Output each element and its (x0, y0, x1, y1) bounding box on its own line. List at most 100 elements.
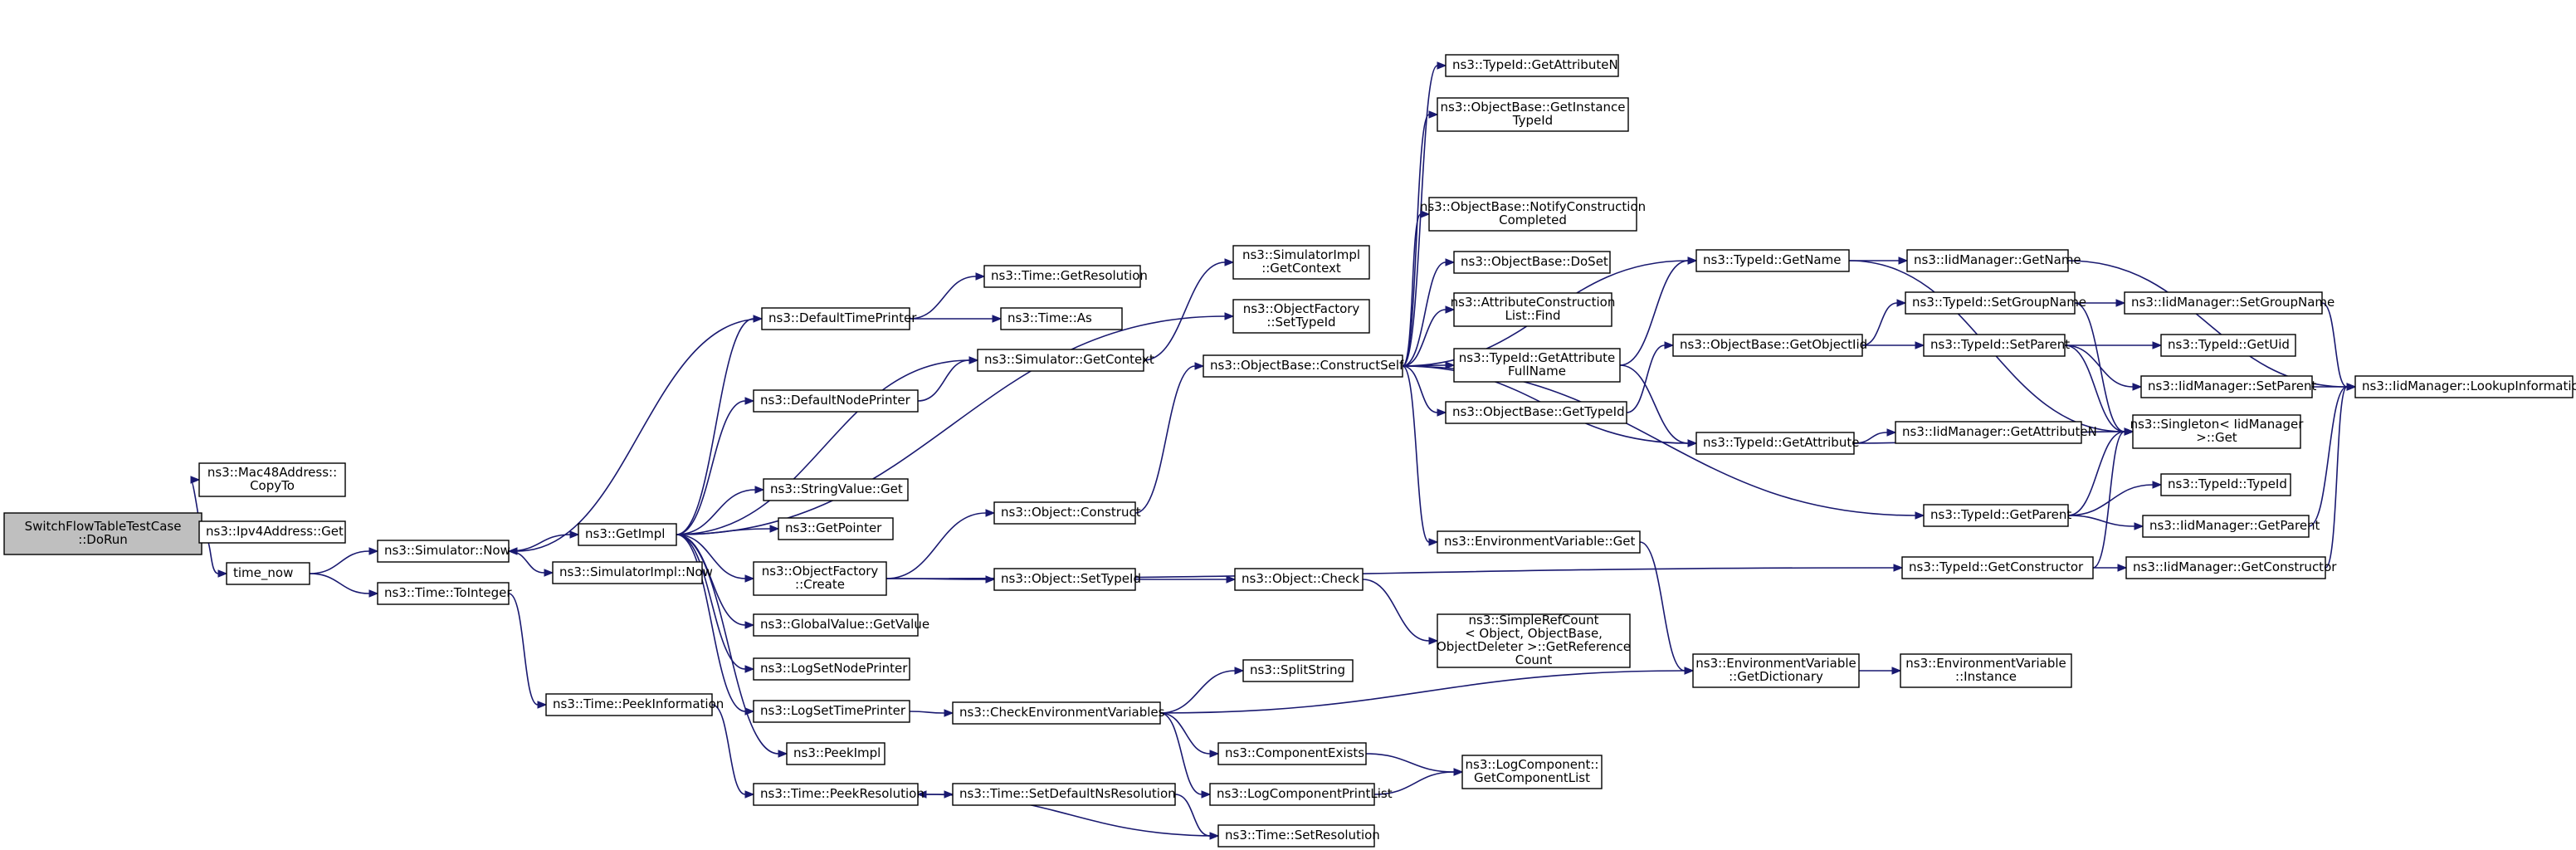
node-label: ns3::ObjectBase::GetInstance (1441, 100, 1626, 115)
node-typeidgetname[interactable]: ns3::TypeId::GetName (1695, 249, 1850, 272)
node-box (1232, 299, 1370, 334)
node-objcheck[interactable]: ns3::Object::Check (1234, 568, 1364, 591)
node-label: ns3::ObjectFactory (1243, 301, 1360, 316)
node-typeidgetattr[interactable]: ns3::TypeId::GetAttribute (1695, 432, 1859, 455)
node-objbasegetobjectiid[interactable]: ns3::ObjectBase::GetObjectIid (1672, 334, 1867, 357)
node-dorun[interactable]: SwitchFlowTableTestCase::DoRun (3, 512, 202, 555)
node-peekimpl[interactable]: ns3::PeekImpl (786, 742, 886, 765)
node-iidgetattrn[interactable]: ns3::IidManager::GetAttributeN (1895, 421, 2097, 444)
node-box (1901, 556, 2094, 579)
node-logcompprintlist[interactable]: ns3::LogComponentPrintList (1209, 783, 1393, 806)
edge-peekinfo-to-peekres (711, 704, 755, 799)
node-globalvalget[interactable]: ns3::GlobalValue::GetValue (753, 613, 929, 637)
node-peekinfo[interactable]: ns3::Time::PeekInformation (545, 693, 724, 716)
node-label: ns3::ObjectFactory (762, 564, 879, 579)
node-objbasedoset[interactable]: ns3::ObjectBase::DoSet (1453, 251, 1611, 274)
node-label: ns3::ObjectBase::GetTypeId (1452, 404, 1625, 419)
node-objconstruct[interactable]: ns3::Object::Construct (993, 501, 1141, 525)
node-checkenvvars[interactable]: ns3::CheckEnvironmentVariables (952, 701, 1165, 725)
node-box (2132, 414, 2301, 449)
node-objfactsettypeid[interactable]: ns3::ObjectFactory::SetTypeId (1232, 299, 1370, 334)
node-simimplnow[interactable]: ns3::SimulatorImpl::Now (552, 561, 713, 584)
node-box (198, 520, 346, 544)
node-iidsetparent[interactable]: ns3::IidManager::SetParent (2140, 375, 2316, 398)
node-typeidgetconstructor[interactable]: ns3::TypeId::GetConstructor (1901, 556, 2094, 579)
node-timenow[interactable]: time_now (226, 562, 310, 585)
node-deftimeprinter[interactable]: ns3::DefaultTimePrinter (761, 307, 917, 330)
node-envvarinstance[interactable]: ns3::EnvironmentVariable::Instance (1900, 653, 2072, 688)
edge-arrowhead (368, 547, 379, 555)
edge-timenow-to-timetointeger (309, 573, 379, 598)
edge-arrowhead (2115, 299, 2126, 307)
node-typeidgetparent[interactable]: ns3::TypeId::GetParent (1923, 504, 2071, 527)
node-box (1695, 432, 1855, 455)
node-timegetres[interactable]: ns3::Time::GetResolution (983, 265, 1148, 288)
node-simnow[interactable]: ns3::Simulator::Now (377, 540, 510, 563)
edge-arrowhead (985, 509, 996, 517)
node-iidlookupinfo[interactable]: ns3::IidManager::LookupInformation (2354, 375, 2576, 398)
node-peekres[interactable]: ns3::Time::PeekResolution (753, 783, 925, 806)
node-typeidtypeid[interactable]: ns3::TypeId::TypeId (2160, 473, 2291, 496)
node-getpointer[interactable]: ns3::GetPointer (778, 517, 894, 540)
edge-arrowhead (2346, 383, 2357, 391)
node-getimpl[interactable]: ns3::GetImpl (578, 523, 677, 546)
node-simgetcontext[interactable]: ns3::Simulator::GetContext (977, 349, 1154, 372)
edge-envvarget-to-envvargetdict (1639, 541, 1695, 675)
edge-arrowhead (1201, 790, 1212, 799)
node-label: ns3::SplitString (1250, 662, 1345, 677)
node-typeidsetgroupname[interactable]: ns3::TypeId::SetGroupName (1905, 291, 2086, 315)
node-iidsetgroupname[interactable]: ns3::IidManager::SetGroupName (2124, 291, 2334, 315)
node-ipv4get[interactable]: ns3::Ipv4Address::Get (198, 520, 346, 544)
node-maccopyto[interactable]: ns3::Mac48Address::CopyTo (198, 462, 346, 497)
edge-logcompprintlist-to-logcompgetlist (1373, 768, 1464, 795)
node-defnodeprinter[interactable]: ns3::DefaultNodePrinter (753, 389, 919, 413)
node-logsetnodeprinter[interactable]: ns3::LogSetNodePrinter (753, 657, 910, 681)
edge-getimpl-to-objfactcreate (676, 534, 755, 583)
node-simimplgetcontext[interactable]: ns3::SimulatorImpl::GetContext (1232, 245, 1370, 280)
node-simplerefcount[interactable]: ns3::SimpleRefCount< Object, ObjectBase,… (1437, 613, 1631, 668)
node-box (753, 657, 910, 681)
node-timetointeger[interactable]: ns3::Time::ToInteger (377, 582, 512, 605)
node-typeidsetparent[interactable]: ns3::TypeId::SetParent (1923, 334, 2070, 357)
node-objsettypeid[interactable]: ns3::Object::SetTypeId (993, 568, 1141, 591)
edge-arrowhead (1896, 299, 1907, 307)
node-singletonget[interactable]: ns3::Singleton< IidManager>::Get (2130, 414, 2305, 449)
edge-simgetcontext-to-simimplgetcontext (1143, 258, 1235, 361)
node-splitstring[interactable]: ns3::SplitString (1242, 659, 1354, 682)
node-objfactcreate[interactable]: ns3::ObjectFactory::Create (753, 561, 887, 596)
node-setdefnsres[interactable]: ns3::Time::SetDefaultNsResolution (952, 783, 1176, 806)
node-typeidgetuid[interactable]: ns3::TypeId::GetUid (2160, 334, 2296, 357)
node-objbasegettypeid[interactable]: ns3::ObjectBase::GetTypeId (1445, 401, 1627, 424)
node-box (2125, 556, 2326, 579)
node-envvarget[interactable]: ns3::EnvironmentVariable::Get (1437, 530, 1641, 554)
edge-arrowhead (1684, 667, 1695, 675)
node-objbasenotify[interactable]: ns3::ObjectBase::NotifyConstructionCompl… (1420, 197, 1646, 232)
node-logsettimeprinter[interactable]: ns3::LogSetTimePrinter (753, 700, 910, 723)
node-compexists[interactable]: ns3::ComponentExists (1217, 742, 1367, 765)
node-label: ns3::IidManager::SetParent (2148, 379, 2316, 393)
node-envvargetdict[interactable]: ns3::EnvironmentVariable::GetDictionary (1692, 653, 1860, 688)
edge-arrowhead (1428, 637, 1439, 645)
node-objbaseconstructself[interactable]: ns3::ObjectBase::ConstructSelf (1203, 354, 1404, 378)
edge-arrowhead (1437, 408, 1447, 417)
edge-typeidgetparent-to-iidgetparent (2067, 515, 2144, 530)
node-strvalget[interactable]: ns3::StringValue::Get (763, 478, 909, 501)
node-typeidgetattrn[interactable]: ns3::TypeId::GetAttributeN (1445, 54, 1619, 77)
edge-arrowhead (1226, 575, 1237, 584)
node-iidgetconstructor[interactable]: ns3::IidManager::GetConstructor (2125, 556, 2337, 579)
node-label: FullName (1508, 364, 1566, 379)
edge-arrowhead (569, 530, 580, 539)
node-iidgetparent[interactable]: ns3::IidManager::GetParent (2142, 515, 2320, 538)
node-timeas[interactable]: ns3::Time::As (1000, 307, 1123, 330)
node-iidgetname[interactable]: ns3::IidManager::GetName (1906, 249, 2081, 272)
node-label: ns3::Time::GetResolution (991, 268, 1148, 283)
node-box (1453, 348, 1621, 383)
edge-objfactcreate-to-objsettypeid (886, 575, 996, 584)
edge-arrowhead (1886, 428, 1897, 437)
node-setres[interactable]: ns3::Time::SetResolution (1217, 824, 1380, 848)
node-logcompgetlist[interactable]: ns3::LogComponent::GetComponentList (1461, 755, 1603, 789)
edge-arrowhead (744, 397, 755, 405)
